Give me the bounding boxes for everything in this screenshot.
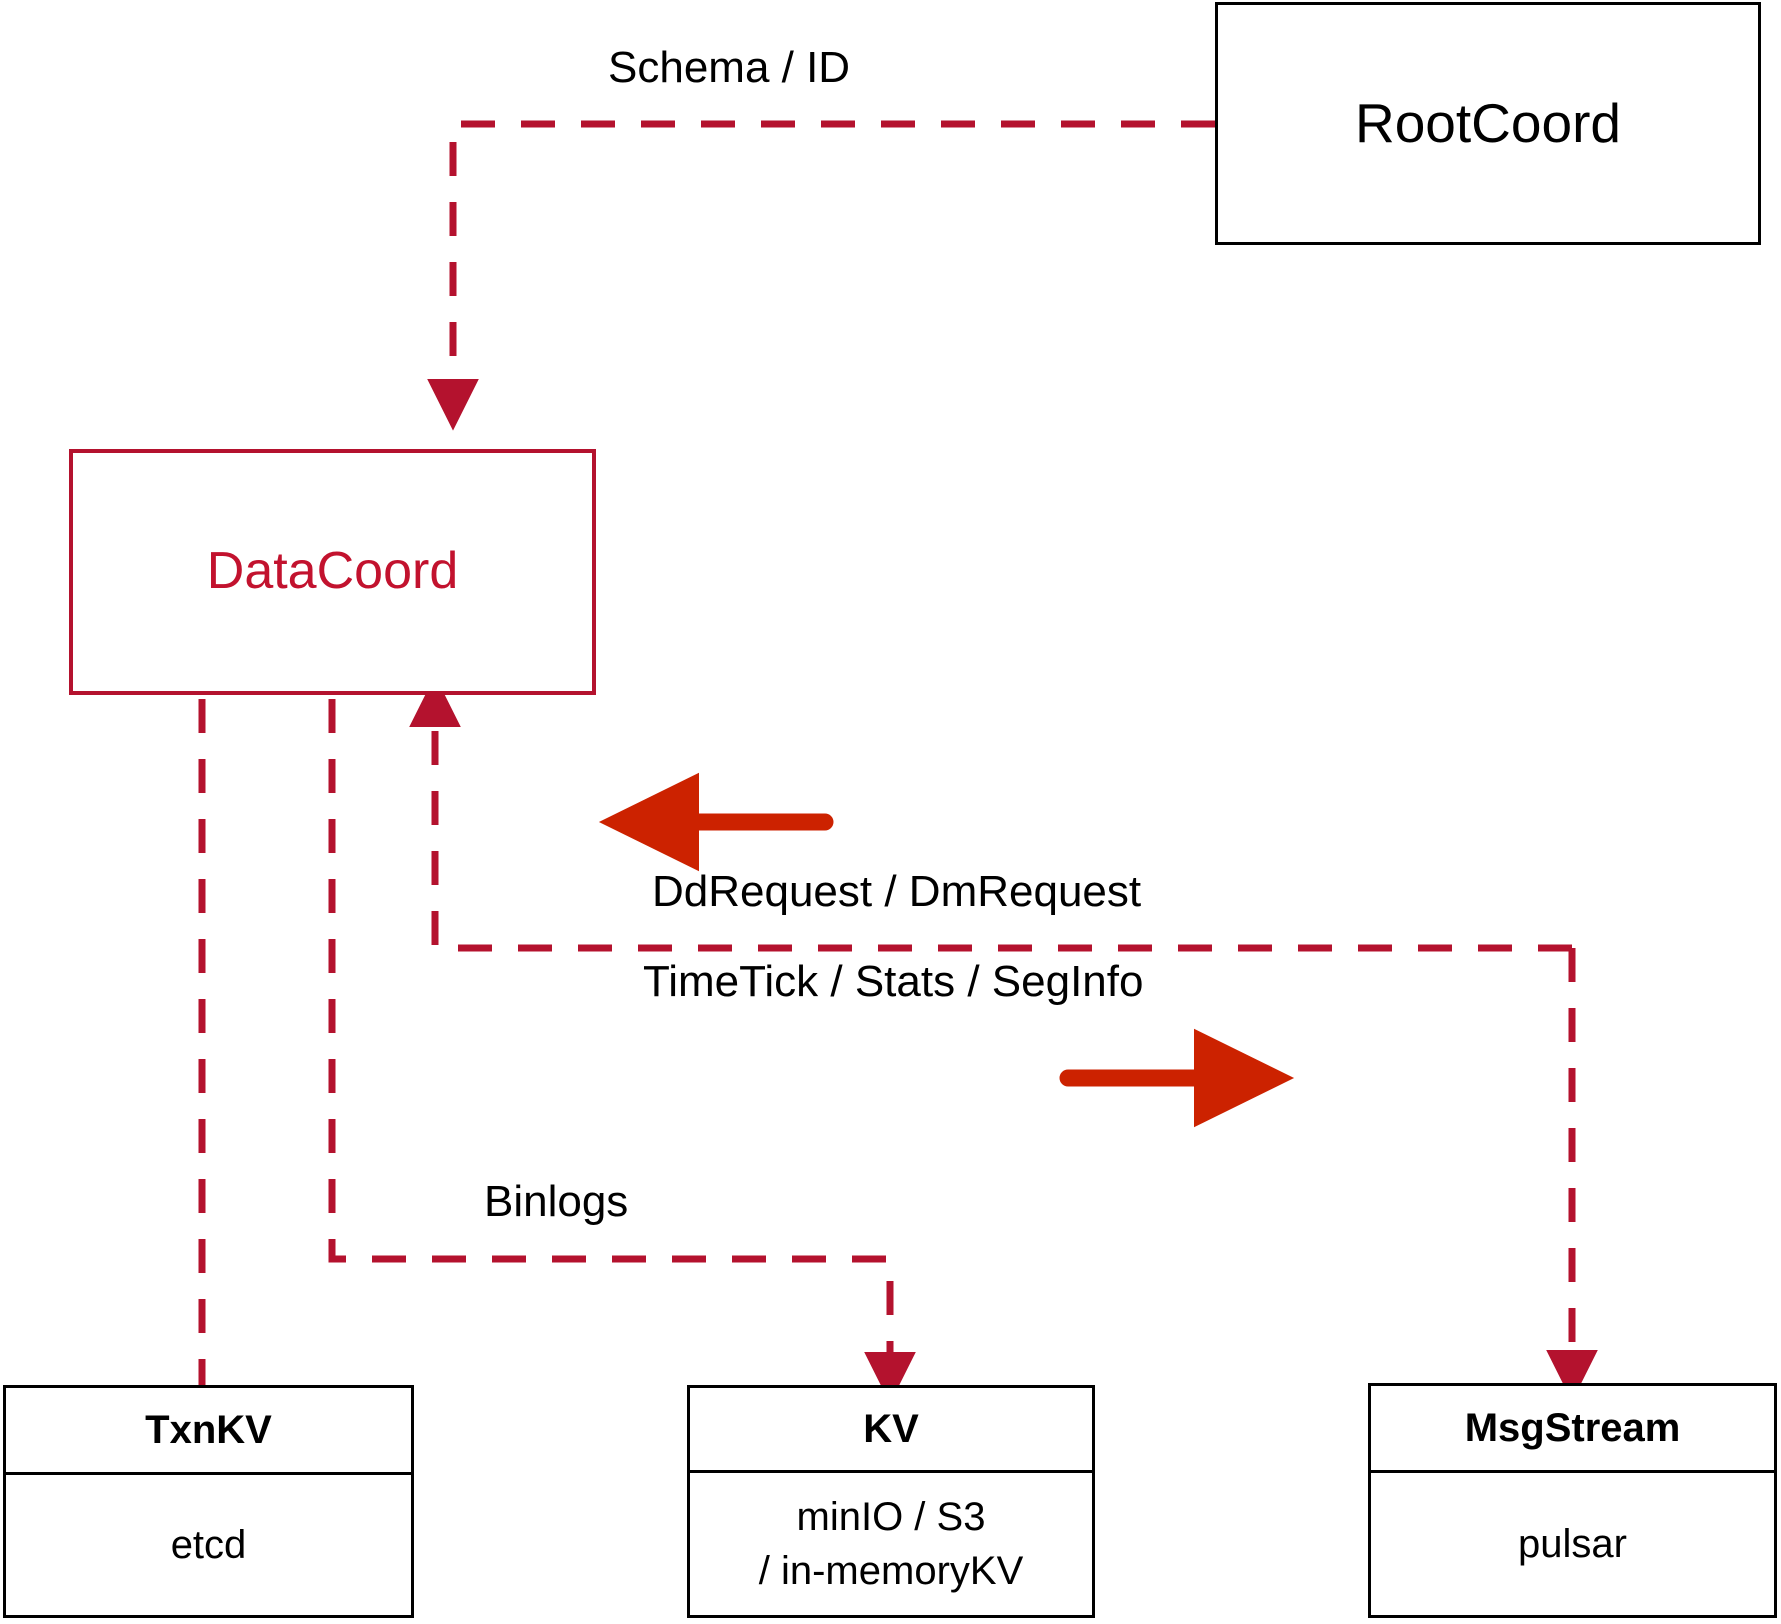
node-rootcoord[interactable]: RootCoord xyxy=(1215,2,1761,245)
edge-ddrequest-dmrequest xyxy=(409,675,1572,952)
edge-label-schema-id: Schema / ID xyxy=(608,43,851,92)
edge-label-binlogs: Binlogs xyxy=(484,1177,629,1226)
node-kv-body-line2: / in-memoryKV xyxy=(758,1549,1024,1593)
node-datacoord[interactable]: DataCoord xyxy=(69,449,596,695)
edge-schema-id xyxy=(427,120,1215,431)
node-msgstream-body: pulsar xyxy=(1371,1473,1774,1615)
edge-binlogs xyxy=(328,699,916,1404)
node-txnkv[interactable]: TxnKV etcd xyxy=(3,1385,414,1618)
node-datacoord-label: DataCoord xyxy=(206,542,459,601)
node-rootcoord-label: RootCoord xyxy=(1355,92,1621,155)
node-kv-header: KV xyxy=(690,1388,1092,1473)
node-txnkv-header: TxnKV xyxy=(6,1388,411,1475)
node-kv-body-line1: minIO / S3 xyxy=(796,1495,986,1539)
node-msgstream-body-line1: pulsar xyxy=(1518,1522,1627,1566)
edge-label-ddrequest-dmrequest: DdRequest / DmRequest xyxy=(652,867,1142,916)
edge-label-timetick-stats-seginfo: TimeTick / Stats / SegInfo xyxy=(643,957,1144,1006)
node-txnkv-body: etcd xyxy=(6,1475,411,1615)
node-txnkv-body-line1: etcd xyxy=(170,1523,247,1567)
node-msgstream-header: MsgStream xyxy=(1371,1386,1774,1473)
node-kv[interactable]: KV minIO / S3 / in-memoryKV xyxy=(687,1385,1095,1618)
node-msgstream[interactable]: MsgStream pulsar xyxy=(1368,1383,1777,1618)
node-kv-body: minIO / S3 / in-memoryKV xyxy=(690,1473,1092,1615)
